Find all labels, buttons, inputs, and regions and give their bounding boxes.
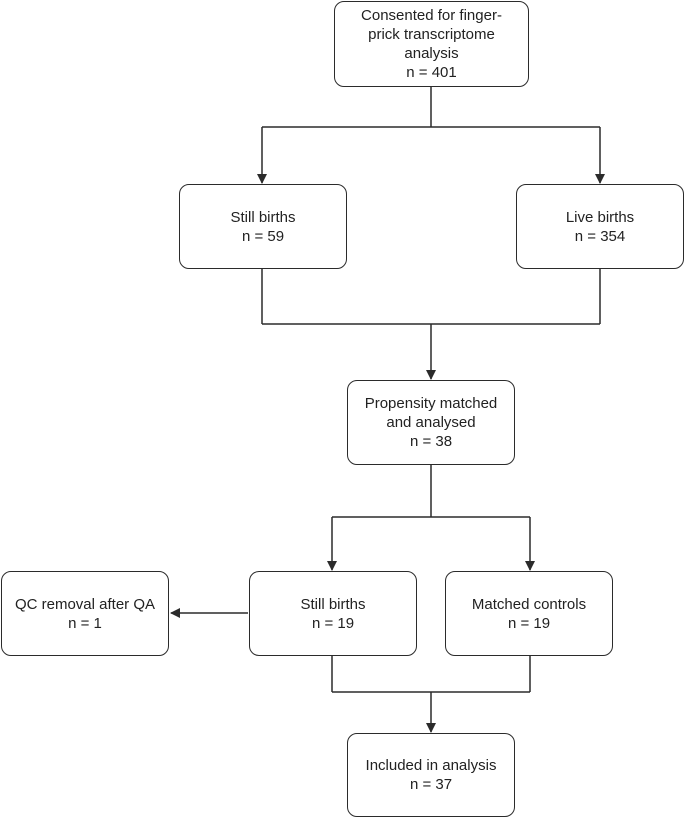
consented-box: Consented for finger- prick transcriptom… <box>334 1 529 87</box>
still-births-19-box: Still births n = 19 <box>249 571 417 656</box>
box-count: n = 1 <box>68 614 102 632</box>
qc-removal-box: QC removal after QA n = 1 <box>1 571 169 656</box>
still-births-box: Still births n = 59 <box>179 184 347 269</box>
box-label: Live births <box>565 208 635 226</box>
box-label: Still births <box>300 595 366 613</box>
included-box: Included in analysis n = 37 <box>347 733 515 817</box>
box-count: n = 38 <box>409 433 453 450</box>
box-label: QC removal after QA <box>14 595 156 613</box>
box-label: Consented for finger- prick transcriptom… <box>361 7 502 62</box>
box-label: Propensity matched and analysed <box>364 395 498 431</box>
box-count: n = 19 <box>311 614 355 632</box>
box-label: Included in analysis <box>365 757 497 774</box>
box-label: Still births <box>230 208 296 226</box>
propensity-box: Propensity matched and analysed n = 38 <box>347 380 515 465</box>
live-births-box: Live births n = 354 <box>516 184 684 269</box>
box-count: n = 354 <box>574 227 626 245</box>
box-count: n = 37 <box>409 776 453 793</box>
box-label: Matched controls <box>471 595 587 613</box>
box-count: n = 19 <box>507 614 551 632</box>
box-count: n = 401 <box>406 64 457 81</box>
matched-controls-box: Matched controls n = 19 <box>445 571 613 656</box>
box-count: n = 59 <box>241 227 285 245</box>
